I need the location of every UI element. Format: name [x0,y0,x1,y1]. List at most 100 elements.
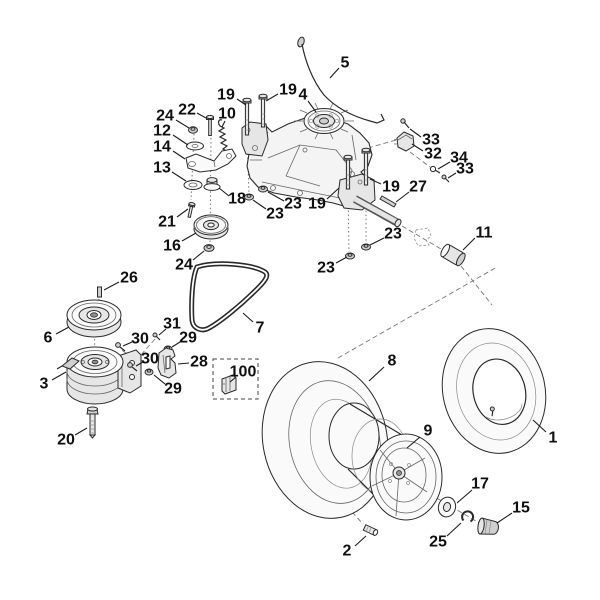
callout-number-30[interactable]: 30 [131,331,149,348]
callout-number-26[interactable]: 26 [120,270,138,287]
callout-leader-11 [462,237,476,251]
callout-leader-23 [267,191,285,202]
switch-screw [441,174,450,183]
callout-number-29[interactable]: 29 [179,330,197,347]
callout-leader-2 [354,535,367,547]
idler-arm [185,148,237,173]
arm-screw [187,201,196,219]
axle-bushing [440,243,466,267]
small-screw [152,332,161,341]
callout-number-14[interactable]: 14 [153,139,171,156]
callout-leader-5 [329,67,340,79]
callout-leader-24 [175,119,190,129]
callout-leader-19 [326,187,340,200]
callout-number-3[interactable]: 3 [40,376,49,393]
callout-leader-9 [406,436,421,449]
flat-washer [186,141,204,151]
callout-number-13[interactable]: 13 [153,160,171,177]
callout-number-2[interactable]: 2 [343,543,352,560]
callout-number-19[interactable]: 19 [279,82,297,99]
callout-number-33[interactable]: 33 [422,132,440,149]
callout-leader-32 [411,143,424,152]
callout-number-23[interactable]: 23 [266,206,284,223]
callout-number-1[interactable]: 1 [549,430,558,447]
callout-number-25[interactable]: 25 [429,534,447,551]
callout-number-34[interactable]: 34 [450,150,468,167]
callout-number-8[interactable]: 8 [388,353,397,370]
callout-number-18[interactable]: 18 [228,191,246,208]
switch-screw [400,118,410,129]
callout-number-24[interactable]: 24 [156,108,174,125]
hex-nut [188,126,198,134]
spacer-bushing [203,177,221,191]
clutch-bolt [86,406,99,439]
callout-leader-29 [153,374,166,385]
callout-leader-30 [135,361,144,367]
callout-number-5[interactable]: 5 [341,55,350,72]
callout-number-24[interactable]: 24 [175,257,193,274]
callout-leader-14 [172,150,186,160]
callout-leader-22 [196,112,207,119]
callout-leader-21 [176,208,189,218]
callout-number-29[interactable]: 29 [164,381,182,398]
electric-clutch [56,346,142,405]
callout-number-23[interactable]: 23 [317,260,335,277]
hex-nut [144,368,154,376]
mounting-bolt [361,147,371,186]
callout-number-100[interactable]: 100 [230,364,257,381]
callout-leader-26 [103,281,120,291]
cooling-fan [294,102,354,140]
callout-number-12[interactable]: 12 [153,123,171,140]
callout-number-15[interactable]: 15 [512,500,530,517]
callout-leader-13 [171,171,187,182]
callout-leader-31 [158,328,167,336]
callout-number-30[interactable]: 30 [141,351,159,368]
stop-bracket [157,347,177,379]
callout-number-20[interactable]: 20 [57,432,75,449]
callout-leader-33 [409,128,422,138]
callout-number-19[interactable]: 19 [382,179,400,196]
callout-leader-23 [335,256,348,264]
callout-number-11[interactable]: 11 [476,225,493,242]
callout-number-23[interactable]: 23 [284,196,302,213]
callout-number-31[interactable]: 31 [163,316,181,333]
callout-number-32[interactable]: 32 [424,146,442,163]
switch-spacer [429,165,441,174]
callout-number-7[interactable]: 7 [256,320,265,337]
callout-number-22[interactable]: 22 [178,102,196,119]
callout-leader-17 [456,489,473,504]
callout-number-19[interactable]: 19 [308,196,326,213]
callout-leader-3 [51,371,67,381]
wheel-assembly-tire [261,361,389,519]
safety-switch [393,131,415,152]
idler-pulley [193,214,229,240]
callout-leader-29 [171,341,181,348]
mounting-bolt [242,97,252,136]
set-screw [127,362,138,372]
input-pulley [303,108,345,134]
callout-number-10[interactable]: 10 [218,106,236,123]
callout-number-21[interactable]: 21 [158,214,176,231]
idler-screw [206,114,214,136]
callout-number-9[interactable]: 9 [424,423,433,440]
callout-number-19[interactable]: 19 [217,87,235,104]
callout-number-27[interactable]: 27 [409,179,427,196]
engine-pulley [66,299,122,338]
callout-number-28[interactable]: 28 [190,354,208,371]
callout-leader-8 [368,366,385,382]
callout-number-16[interactable]: 16 [163,238,181,255]
callout-number-17[interactable]: 17 [471,476,489,493]
callout-number-6[interactable]: 6 [44,330,53,347]
callout-number-4[interactable]: 4 [299,87,308,104]
callout-number-33[interactable]: 33 [456,161,474,178]
axle-cap [477,517,499,535]
callout-leader-18 [218,187,230,197]
callout-leader-4 [307,100,317,113]
callout-leader-10 [221,120,226,128]
callout-leader-33 [447,172,457,179]
wheel-rim [328,402,443,521]
mounting-bolt [258,93,268,128]
callout-number-23[interactable]: 23 [384,226,402,243]
